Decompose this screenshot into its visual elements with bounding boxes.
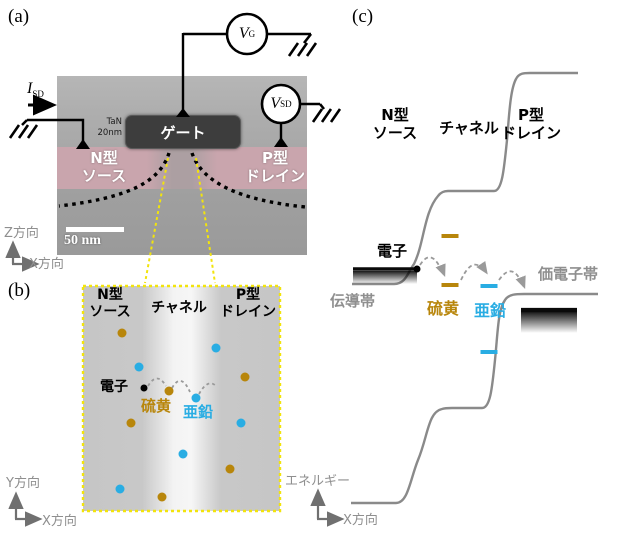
scale-bar-label: 50 nm <box>64 233 101 248</box>
panel-a-x-axis-label: X方向 <box>29 257 64 272</box>
gate-material-label: TaN 20nm <box>94 117 122 138</box>
b-source-line2: ソース <box>89 304 131 321</box>
panel-c-source-label: N型 ソース <box>360 106 430 143</box>
panel-c-channel-label: チャネル <box>439 119 499 137</box>
vg-subscript: G <box>248 29 256 39</box>
ground-symbol-gate <box>287 33 318 57</box>
panel-c-sulfur-label: 硫黄 <box>427 299 460 318</box>
panel-c-zinc-label: 亜鉛 <box>474 301 507 320</box>
panel-b-drain-label: P型 ドレイン <box>214 287 282 321</box>
panel-b-y-axis-label: Y方向 <box>6 476 40 491</box>
panel-a-tag: (a) <box>8 6 30 27</box>
gate-label: ゲート <box>160 123 206 142</box>
vg-symbol: V <box>238 25 249 42</box>
a-drain-line1: P型 <box>262 149 288 167</box>
c-drain-line1: P型 <box>518 106 544 124</box>
c-source-line2: ソース <box>372 124 418 143</box>
b-drain-line1: P型 <box>235 287 261 303</box>
isd-current-label: ISD <box>27 80 44 99</box>
panel-c-tag: (c) <box>352 6 374 27</box>
panel-b-source-label: N型 ソース <box>76 287 144 321</box>
isd-symbol: I <box>27 80 33 97</box>
scale-bar <box>66 227 124 232</box>
panel-b-tag: (b) <box>8 280 31 301</box>
panel-b-x-axis-label: X方向 <box>42 514 77 529</box>
zinc-level <box>480 350 498 354</box>
panel-b-electron-label: 電子 <box>100 379 128 395</box>
vsd-symbol: V <box>270 95 281 112</box>
isd-subscript: SD <box>32 89 44 100</box>
valence-band-curve <box>351 292 598 505</box>
panel-a-source-label: N型 ソース <box>62 149 146 186</box>
panel-a-drain-label: P型 ドレイン <box>233 149 317 186</box>
vsd-subscript: SD <box>280 99 292 109</box>
gate-electrode: ゲート <box>125 115 241 149</box>
gate-material: TaN <box>106 117 122 127</box>
panel-c-x-axis-label: X方向 <box>343 513 378 528</box>
panel-a-z-axis-label: Z方向 <box>4 226 39 241</box>
ground-symbol-drain <box>311 103 342 123</box>
gate-thickness: 20nm <box>97 127 122 138</box>
valence-band-label: 価電子帯 <box>538 265 599 283</box>
panel-c-hopping-arcs <box>419 256 526 290</box>
electron-dot <box>413 265 421 273</box>
conduction-band-label: 伝導帯 <box>330 292 376 310</box>
b-drain-line2: ドレイン <box>220 304 276 321</box>
b-source-line1: N型 <box>97 287 123 303</box>
a-source-line1: N型 <box>90 149 118 167</box>
panel-b-zinc-label: 亜鉛 <box>183 403 214 421</box>
panel-b-sulfur-label: 硫黄 <box>141 397 172 415</box>
sulfur-level <box>441 283 459 287</box>
c-source-line1: N型 <box>381 106 409 124</box>
zinc-level <box>480 284 498 288</box>
panel-c-drain-label: P型 ドレイン <box>496 106 566 143</box>
a-drain-line2: ドレイン <box>244 167 305 186</box>
panel-c-energy-axis-label: エネルギー <box>285 474 351 489</box>
ground-symbol-source <box>8 119 39 139</box>
a-source-line2: ソース <box>81 167 127 186</box>
panel-b-channel-label: チャネル <box>151 300 207 316</box>
panel-c-electron-label: 電子 <box>377 242 408 260</box>
c-drain-line2: ドレイン <box>500 124 561 143</box>
sulfur-level <box>441 234 459 238</box>
